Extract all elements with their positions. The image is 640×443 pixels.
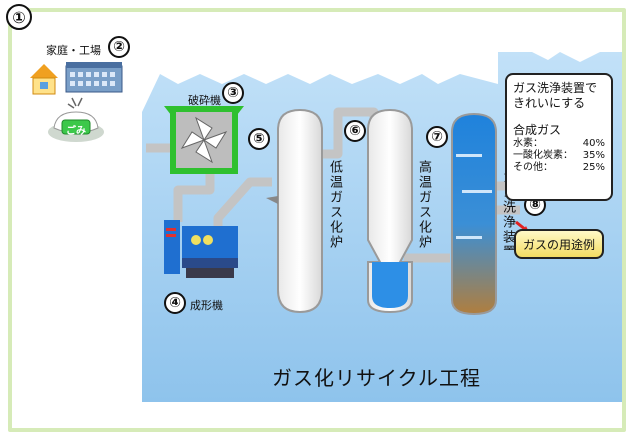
step-7-marker: ⑦ (426, 126, 448, 148)
high-temp-furnace-label: 高温ガス化炉 (416, 160, 431, 250)
gas-name: 水素： (513, 138, 543, 149)
synthesis-gas-info-box: ガス洗浄装置できれいにする 合成ガス 水素： 40% 一酸化炭素： 35% その… (505, 73, 613, 201)
step-4-marker: ④ (164, 292, 186, 314)
crusher-label: 破砕機 (188, 94, 221, 107)
gas-washer (451, 112, 497, 316)
gas-row: 一酸化炭素： 35% (513, 150, 605, 162)
house-icon (30, 64, 58, 95)
step-6-marker: ⑥ (344, 120, 366, 142)
step-1-marker: ① (6, 4, 32, 30)
gas-value: 40% (582, 138, 605, 149)
gas-row: その他： 25% (513, 162, 605, 174)
step-2-marker: ② (108, 36, 130, 58)
home-factory-label: 家庭・工場 (46, 44, 101, 57)
gas-value: 25% (582, 162, 605, 173)
gas-name: 一酸化炭素： (513, 150, 573, 161)
step-5-marker: ⑤ (248, 128, 270, 150)
high-temp-furnace (367, 108, 413, 314)
outer-frame (8, 8, 626, 432)
factory-icon (65, 62, 123, 93)
low-temp-furnace (266, 108, 323, 314)
molding-machine (164, 220, 238, 278)
gas-use-examples-button[interactable]: ガスの用途例 (514, 229, 604, 259)
garbage-label: ごみ (66, 126, 86, 137)
step-3-marker: ③ (222, 82, 244, 104)
garbage-bag-icon (48, 97, 104, 142)
molding-machine-label: 成形機 (190, 299, 223, 312)
low-temp-furnace-label: 低温ガス化炉 (327, 160, 342, 250)
info-box-heading: ガス洗浄装置できれいにする (513, 81, 598, 110)
info-box-section: 合成ガス (513, 123, 562, 137)
gas-row: 水素： 40% (513, 138, 605, 150)
gas-value: 35% (582, 150, 605, 161)
crusher (164, 106, 244, 174)
process-title: ガス化リサイクル工程 (272, 366, 481, 390)
gas-name: その他： (513, 162, 553, 173)
